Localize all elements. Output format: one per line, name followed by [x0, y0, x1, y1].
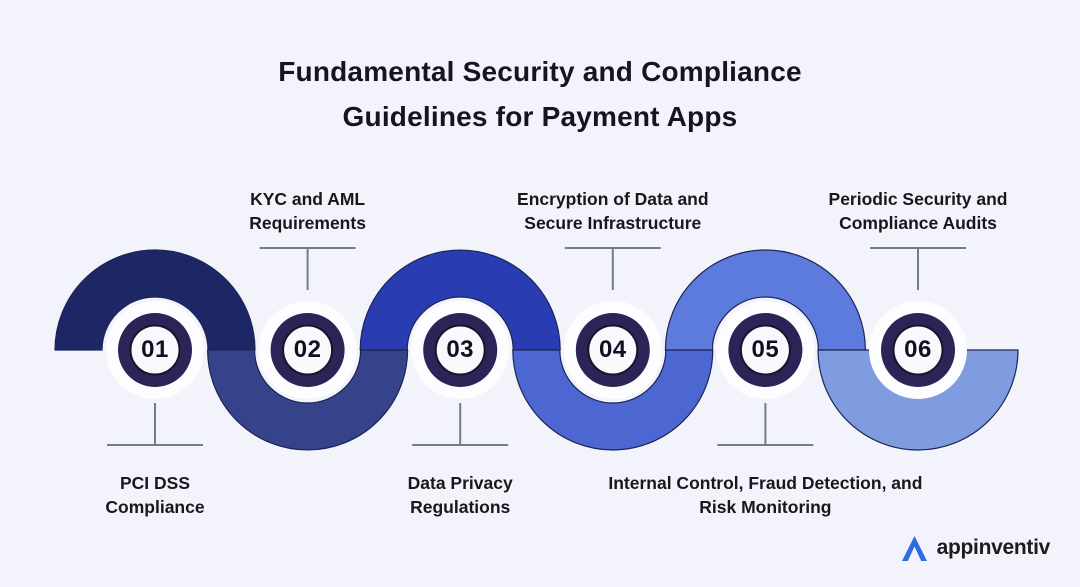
arc-step-04: [512, 349, 714, 451]
node-step-03: [411, 301, 510, 399]
step-number-01: 01: [141, 336, 169, 363]
step-label-04: Encryption of Data and Secure Infrastruc…: [443, 187, 783, 235]
connector-step-01: [107, 403, 203, 446]
connector-lines: [107, 247, 966, 446]
arc-step-05: [664, 249, 867, 351]
step-label-05-text: Internal Control, Fraud Detection, and R…: [608, 473, 923, 517]
appinventiv-logo-icon: [901, 536, 927, 561]
page-title-line-1: Fundamental Security and Compliance: [278, 56, 802, 87]
page-title-line-2: Guidelines for Payment Apps: [342, 101, 738, 132]
arc-step-02: [206, 349, 409, 451]
step-label-03: Data Privacy Regulations: [290, 471, 630, 519]
step-label-01-text: PCI DSS Compliance: [105, 473, 205, 517]
arc-step-01: [54, 249, 256, 351]
step-label-01: PCI DSS Compliance: [0, 471, 325, 519]
step-label-04-text: Encryption of Data and Secure Infrastruc…: [517, 189, 709, 233]
step-label-02: KYC and AML Requirements: [138, 187, 478, 235]
connector-step-02: [259, 247, 356, 290]
wave-arcs: [54, 249, 1019, 451]
node-step-04: [563, 301, 662, 399]
node-step-02: [258, 301, 357, 399]
step-number-06: 06: [904, 336, 932, 363]
arc-step-03: [359, 249, 561, 351]
step-number-03: 03: [446, 336, 475, 363]
step-number-04: 04: [598, 336, 627, 363]
node-step-06: [869, 301, 967, 399]
step-label-06-text: Periodic Security and Compliance Audits: [828, 189, 1008, 233]
appinventiv-logo: appinventiv: [900, 534, 1050, 562]
step-label-03-text: Data Privacy Regulations: [407, 473, 513, 517]
node-step-01: [106, 301, 204, 399]
page-title: Fundamental Security and Compliance Guid…: [0, 49, 1080, 139]
step-label-06: Periodic Security and Compliance Audits: [748, 187, 1080, 235]
step-label-02-text: KYC and AML Requirements: [249, 189, 366, 233]
step-number-02: 02: [293, 336, 322, 363]
connector-step-03: [412, 403, 509, 446]
step-number-05: 05: [751, 336, 780, 363]
node-step-05: [716, 301, 815, 399]
step-label-05: Internal Control, Fraud Detection, and R…: [595, 471, 935, 519]
connector-step-05: [717, 403, 814, 446]
connector-step-04: [564, 247, 661, 290]
connector-step-06: [870, 247, 966, 290]
appinventiv-logo-text: appinventiv: [936, 536, 1051, 559]
step-nodes: [106, 301, 967, 399]
